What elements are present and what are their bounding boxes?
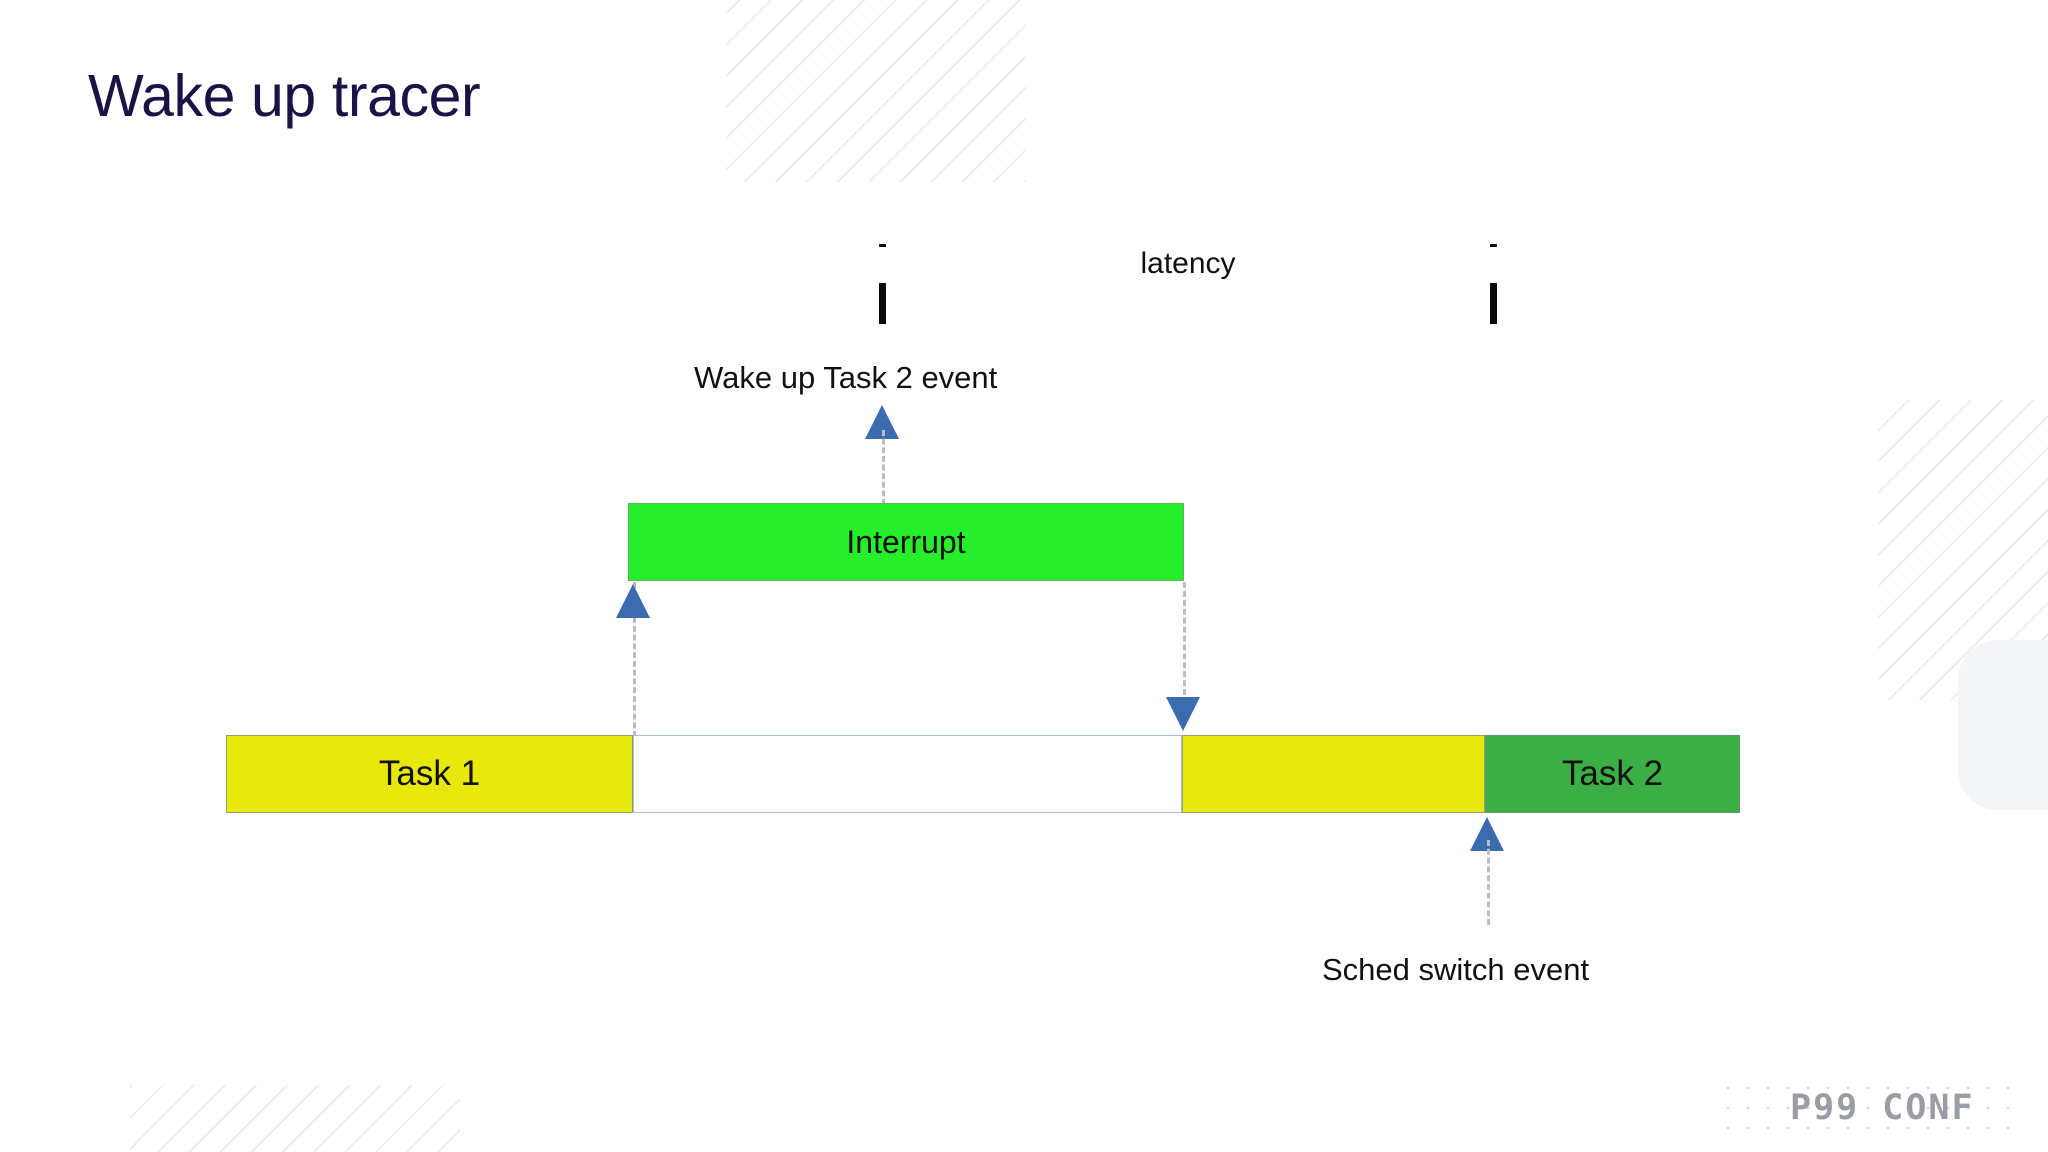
interrupt-bar-label: Interrupt [846,523,966,560]
sched-switch-dashed-connector [1487,840,1490,925]
dot-grid-decoration [1718,1078,2018,1144]
rounded-shape-decoration [1958,640,2048,810]
interrupt-exit-dashed-connector [1183,582,1186,695]
diagonal-stripes-decoration-top [726,0,1026,182]
latency-bracket-left-cap [879,244,886,324]
timeline-segment-task2: Task 2 [1485,735,1740,813]
latency-bracket-right-cap [1490,244,1497,324]
timeline-segment-task1: Task 1 [226,735,633,813]
p99conf-logo: P99 CONF [1790,1088,1975,1128]
latency-label: latency [879,247,1497,283]
page-title: Wake up tracer [88,63,481,129]
sched-switch-event-label: Sched switch event [1322,952,1590,987]
interrupt-bar: Interrupt [628,503,1184,581]
interrupt-entry-dashed-connector [633,582,636,737]
interrupt-return-arrow-icon [1166,697,1200,731]
diagonal-stripes-decoration-bottom [130,1085,460,1152]
wake-up-event-label: Wake up Task 2 event [694,360,998,395]
interrupt-entry-arrow-icon [616,584,650,618]
wake-up-dashed-connector [882,430,885,505]
timeline-segment-gap [633,735,1182,813]
timeline-segment-preempt [1182,735,1485,813]
